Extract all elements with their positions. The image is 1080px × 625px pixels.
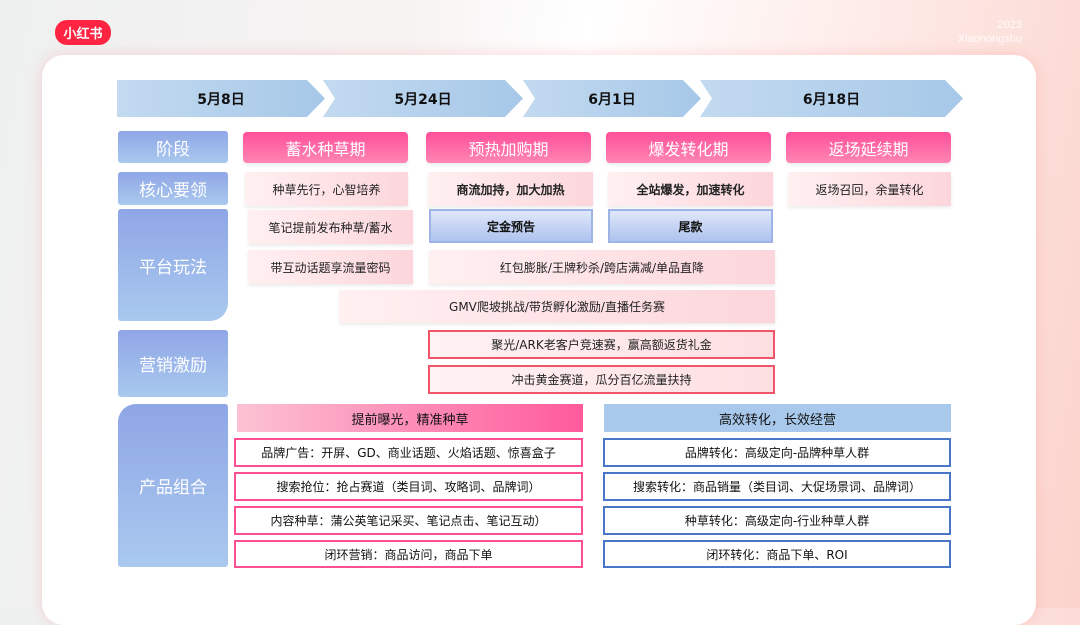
marketing-2: 冲击黄金赛道，瓜分百亿流量扶持 [428, 365, 775, 394]
brand-name-label: Xiaohongshu [957, 33, 1022, 45]
product-right-4: 闭环转化：商品下单、ROI [603, 540, 951, 568]
timeline-arrow-2: 5月24日 [323, 80, 523, 117]
stage-1: 蓄水种草期 [243, 132, 408, 163]
platform-promo: 红包膨胀/王牌秒杀/跨店满减/单品直降 [429, 250, 775, 284]
platform-gmv: GMV爬坡挑战/带货孵化激励/直播任务赛 [339, 290, 775, 323]
timeline-arrow-4: 6月18日 [700, 80, 963, 117]
platform-deposit: 定金预告 [429, 209, 593, 243]
core-2: 商流加持，加大加热 [428, 172, 593, 206]
product-right-2: 搜索转化：商品销量（类目词、大促场景词、品牌词） [603, 472, 951, 501]
core-3: 全站爆发，加速转化 [608, 172, 773, 206]
core-1: 种草先行，心智培养 [245, 172, 408, 206]
platform-notes: 笔记提前发布种草/蓄水 [248, 210, 413, 244]
year-label: 2023 [997, 19, 1022, 31]
row-label-stage: 阶段 [118, 131, 228, 163]
stage-3: 爆发转化期 [606, 132, 771, 163]
row-label-core: 核心要领 [118, 172, 228, 205]
row-label-platform: 平台玩法 [118, 209, 228, 321]
product-left-2: 搜索抢位：抢占赛道（类目词、攻略词、品牌词） [234, 472, 583, 501]
stage-4: 返场延续期 [786, 132, 951, 163]
row-label-product: 产品组合 [118, 404, 228, 567]
timeline-arrow-3: 6月1日 [523, 80, 701, 117]
stage-2: 预热加购期 [426, 132, 591, 163]
timeline-arrow-1: 5月8日 [117, 80, 325, 117]
product-left-3: 内容种草：蒲公英笔记采买、笔记点击、笔记互动） [234, 506, 583, 535]
platform-balance: 尾款 [608, 209, 773, 243]
product-left-header: 提前曝光，精准种草 [237, 404, 583, 432]
marketing-1: 聚光/ARK老客户竞速赛，赢高额返货礼金 [428, 330, 775, 359]
product-left-1: 品牌广告：开屏、GD、商业话题、火焰话题、惊喜盒子 [234, 438, 583, 467]
xiaohongshu-logo: 小红书 [55, 20, 111, 45]
product-right-header: 高效转化，长效经营 [604, 404, 951, 432]
product-right-3: 种草转化：高级定向-行业种草人群 [603, 506, 951, 535]
core-4: 返场召回，余量转化 [788, 172, 951, 206]
platform-topic: 带互动话题享流量密码 [248, 250, 413, 284]
product-right-1: 品牌转化：高级定向-品牌种草人群 [603, 438, 951, 467]
row-label-marketing: 营销激励 [118, 330, 228, 397]
product-left-4: 闭环营销：商品访问，商品下单 [234, 540, 583, 568]
